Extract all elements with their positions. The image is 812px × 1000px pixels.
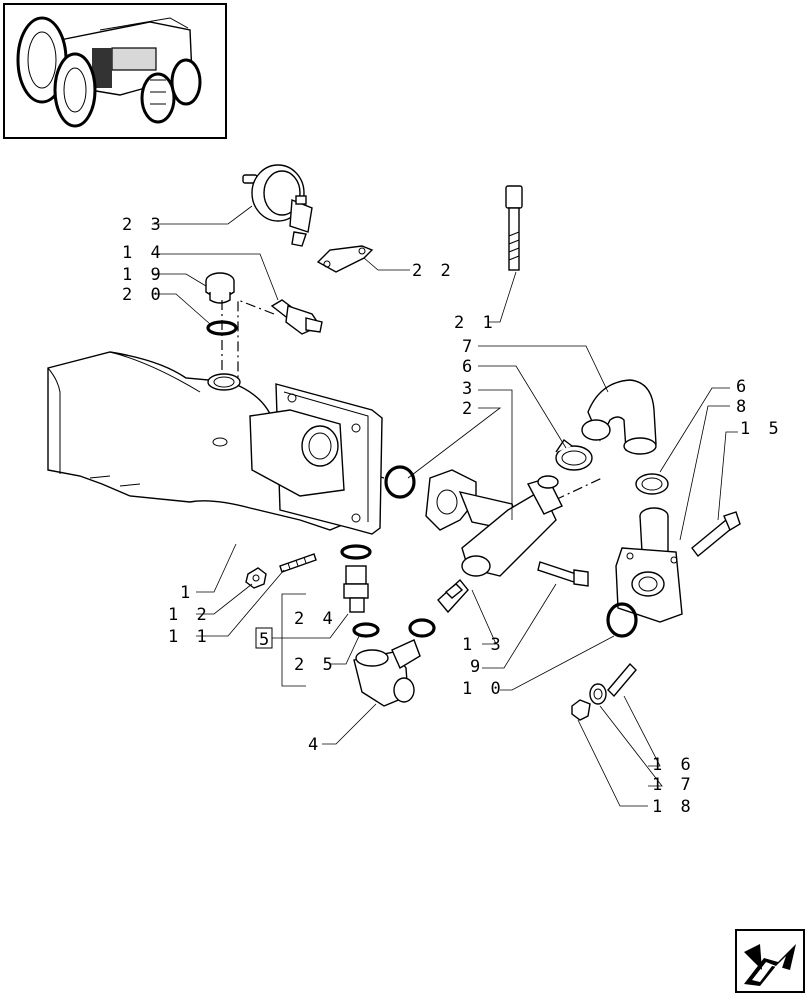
part-13-fitting	[437, 578, 469, 614]
part-9-bolt	[537, 561, 589, 587]
part-16-stud	[607, 662, 637, 698]
part-22-bracket	[316, 245, 374, 273]
part-1-housing	[47, 351, 383, 535]
next-page-arrow-icon[interactable]	[735, 929, 805, 993]
part-21-bolt	[505, 185, 523, 271]
part-10-o-ring	[606, 602, 638, 638]
part-6-clamp	[555, 438, 593, 471]
callout-2: 2	[462, 399, 476, 419]
callout-18: 1 8	[652, 797, 695, 817]
kit-5-bracket	[255, 593, 306, 687]
callout-19: 1 9	[122, 265, 165, 285]
part-3-pipe	[425, 469, 563, 577]
callout-14: 1 4	[122, 243, 165, 263]
part-12-nut	[245, 567, 267, 589]
part-o-ring-fitting	[408, 618, 436, 638]
part-8-thermostat-housing	[615, 507, 683, 623]
tractor-thumbnail-icon[interactable]	[3, 3, 227, 139]
callout-1: 1	[180, 583, 194, 603]
callout-10: 1 0	[462, 679, 505, 699]
callout-11: 1 1	[168, 627, 211, 647]
part-7-elbow-hose	[581, 379, 657, 455]
callout-7: 7	[462, 337, 476, 357]
callout-8: 8	[736, 397, 750, 417]
part-4-elbow	[353, 639, 421, 707]
part-25-o-ring	[352, 622, 380, 638]
callout-3: 3	[462, 379, 476, 399]
callout-6: 6	[462, 357, 476, 377]
part-o-ring-upper	[340, 544, 372, 560]
leader-lines	[152, 205, 738, 807]
callout-17: 1 7	[652, 775, 695, 795]
part-17-washer	[589, 683, 607, 705]
part-2-o-ring	[384, 465, 416, 499]
callout-21: 2 1	[454, 313, 497, 333]
callout-kit-5: 5	[259, 630, 273, 650]
callout-9: 9	[470, 657, 484, 677]
callout-20: 2 0	[122, 285, 165, 305]
callout-25: 2 5	[294, 655, 337, 675]
callout-16: 1 6	[652, 755, 695, 775]
callout-6-right: 6	[736, 377, 750, 397]
callout-23: 2 3	[122, 215, 165, 235]
part-14-sensor	[270, 299, 323, 335]
callout-15: 1 5	[740, 419, 783, 439]
part-18-nut	[571, 699, 591, 721]
callout-4: 4	[308, 735, 322, 755]
part-23-sender	[242, 164, 313, 247]
callout-22: 2 2	[412, 261, 455, 281]
part-6-clamp-lower	[635, 473, 669, 495]
part-15-bolt	[691, 511, 741, 558]
callout-13: 1 3	[462, 635, 505, 655]
callout-12: 1 2	[168, 605, 211, 625]
part-24-nipple	[343, 565, 369, 613]
callout-24: 2 4	[294, 609, 337, 629]
part-11-stud	[279, 553, 317, 573]
part-19-plug	[205, 272, 235, 304]
